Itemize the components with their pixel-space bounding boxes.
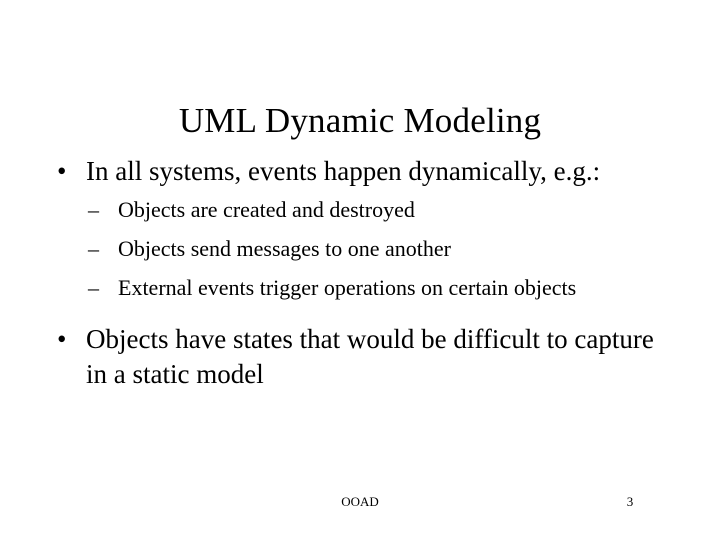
dash-icon: – xyxy=(88,236,99,261)
footer-page-number: 3 xyxy=(626,494,634,509)
footer-course-label: OOAD xyxy=(341,494,379,509)
sub-bullet-text: Objects are created and destroyed xyxy=(118,197,415,222)
bullet-dot-icon: • xyxy=(57,156,67,186)
dash-icon: – xyxy=(88,197,99,222)
sub-bullet-item: – Objects are created and destroyed xyxy=(50,195,674,224)
sub-bullet-text: External events trigger operations on ce… xyxy=(118,275,577,300)
slide-footer: OOAD 3 xyxy=(0,494,720,514)
bullet-item: • In all systems, events happen dynamica… xyxy=(50,154,674,189)
bullet-item: • Objects have states that would be diff… xyxy=(50,322,674,392)
bullet-dot-icon: • xyxy=(57,324,67,354)
sub-bullet-list: – Objects are created and destroyed – Ob… xyxy=(50,195,674,302)
page-title: UML Dynamic Modeling xyxy=(178,101,542,141)
bullet-text: In all systems, events happen dynamicall… xyxy=(86,156,601,186)
slide-body: • In all systems, events happen dynamica… xyxy=(50,154,674,394)
sub-bullet-item: – Objects send messages to one another xyxy=(50,234,674,263)
sub-bullet-item: – External events trigger operations on … xyxy=(50,273,674,302)
sub-bullet-text: Objects send messages to one another xyxy=(118,236,451,261)
bullet-text: Objects have states that would be diffic… xyxy=(86,324,654,389)
dash-icon: – xyxy=(88,275,99,300)
